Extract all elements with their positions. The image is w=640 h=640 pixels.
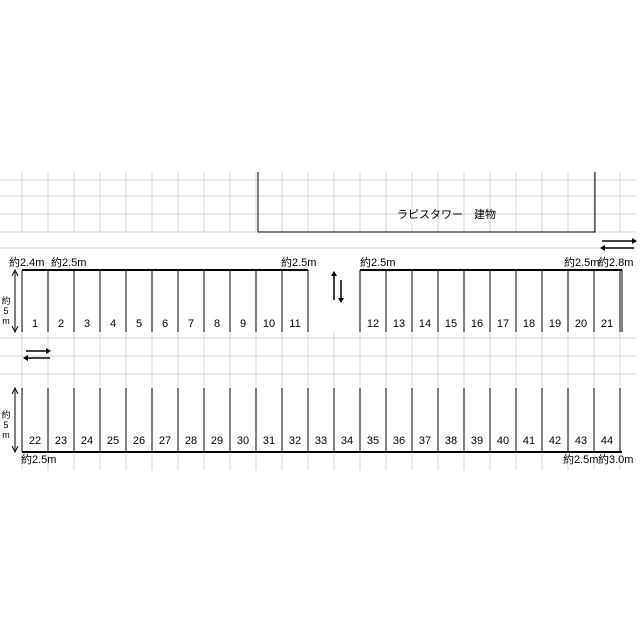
space-number: 18: [522, 318, 536, 330]
arrow-head-up: [331, 271, 337, 276]
space-number: 2: [57, 318, 65, 330]
space-number: 27: [158, 435, 172, 447]
space-number: 41: [522, 435, 536, 447]
space-number: 31: [262, 435, 276, 447]
space-number: 9: [239, 318, 247, 330]
dim-top-b: 約2.5m: [51, 257, 87, 269]
building-label: ラピスタワー 建物: [397, 209, 496, 221]
space-number: 34: [340, 435, 354, 447]
plan-lines: [11, 172, 623, 454]
space-number: 7: [187, 318, 195, 330]
background-grid: [0, 172, 636, 470]
depth-top-arrowhead: [11, 325, 19, 334]
space-number: 17: [496, 318, 510, 330]
space-number: 40: [496, 435, 510, 447]
space-number: 1: [31, 318, 39, 330]
space-number: 44: [600, 435, 614, 447]
space-number: 19: [548, 318, 562, 330]
dim-top-e: 約2.5m: [564, 257, 600, 269]
arrow-head-down: [338, 298, 344, 303]
space-number: 28: [184, 435, 198, 447]
space-number: 29: [210, 435, 224, 447]
space-number: 39: [470, 435, 484, 447]
building-outline: [257, 172, 596, 233]
space-number: 43: [574, 435, 588, 447]
arrow-head-left: [23, 355, 28, 361]
space-number: 15: [444, 318, 458, 330]
space-number: 12: [366, 318, 380, 330]
space-number: 4: [109, 318, 117, 330]
space-number: 5: [135, 318, 143, 330]
dim-top-c: 約2.5m: [281, 257, 317, 269]
space-number: 23: [54, 435, 68, 447]
depth-bottom-arrowhead: [11, 445, 19, 454]
dim-top-d: 約2.5m: [360, 257, 396, 269]
space-number: 6: [161, 318, 169, 330]
space-number: 35: [366, 435, 380, 447]
dim-top-a: 約2.4m: [9, 257, 45, 269]
space-number: 10: [262, 318, 276, 330]
space-number: 26: [132, 435, 146, 447]
arrow-head-left: [600, 245, 605, 251]
space-number: 30: [236, 435, 250, 447]
space-number: 25: [106, 435, 120, 447]
space-number: 16: [470, 318, 484, 330]
space-number: 42: [548, 435, 562, 447]
space-number: 21: [600, 318, 614, 330]
dim-bottom-a: 約2.5m: [21, 454, 57, 466]
space-number: 3: [83, 318, 91, 330]
space-number: 37: [418, 435, 432, 447]
space-number: 24: [80, 435, 94, 447]
arrow-head-right: [632, 238, 637, 244]
space-number: 20: [574, 318, 588, 330]
arrow-head-right: [46, 348, 51, 354]
dim-bottom-b: 約2.5m: [563, 454, 599, 466]
space-number: 22: [28, 435, 42, 447]
space-number: 38: [444, 435, 458, 447]
dim-top-f: 約2.8m: [598, 257, 634, 269]
space-number: 8: [213, 318, 221, 330]
space-number: 36: [392, 435, 406, 447]
space-number: 32: [288, 435, 302, 447]
space-number: 14: [418, 318, 432, 330]
depth-top-arrowhead: [11, 268, 19, 277]
depth-bottom-arrowhead: [11, 386, 19, 395]
dim-bottom-c: 約3.0m: [598, 454, 634, 466]
traffic-arrows: [23, 238, 637, 361]
space-number: 13: [392, 318, 406, 330]
space-number: 11: [289, 318, 301, 330]
space-number: 33: [314, 435, 328, 447]
